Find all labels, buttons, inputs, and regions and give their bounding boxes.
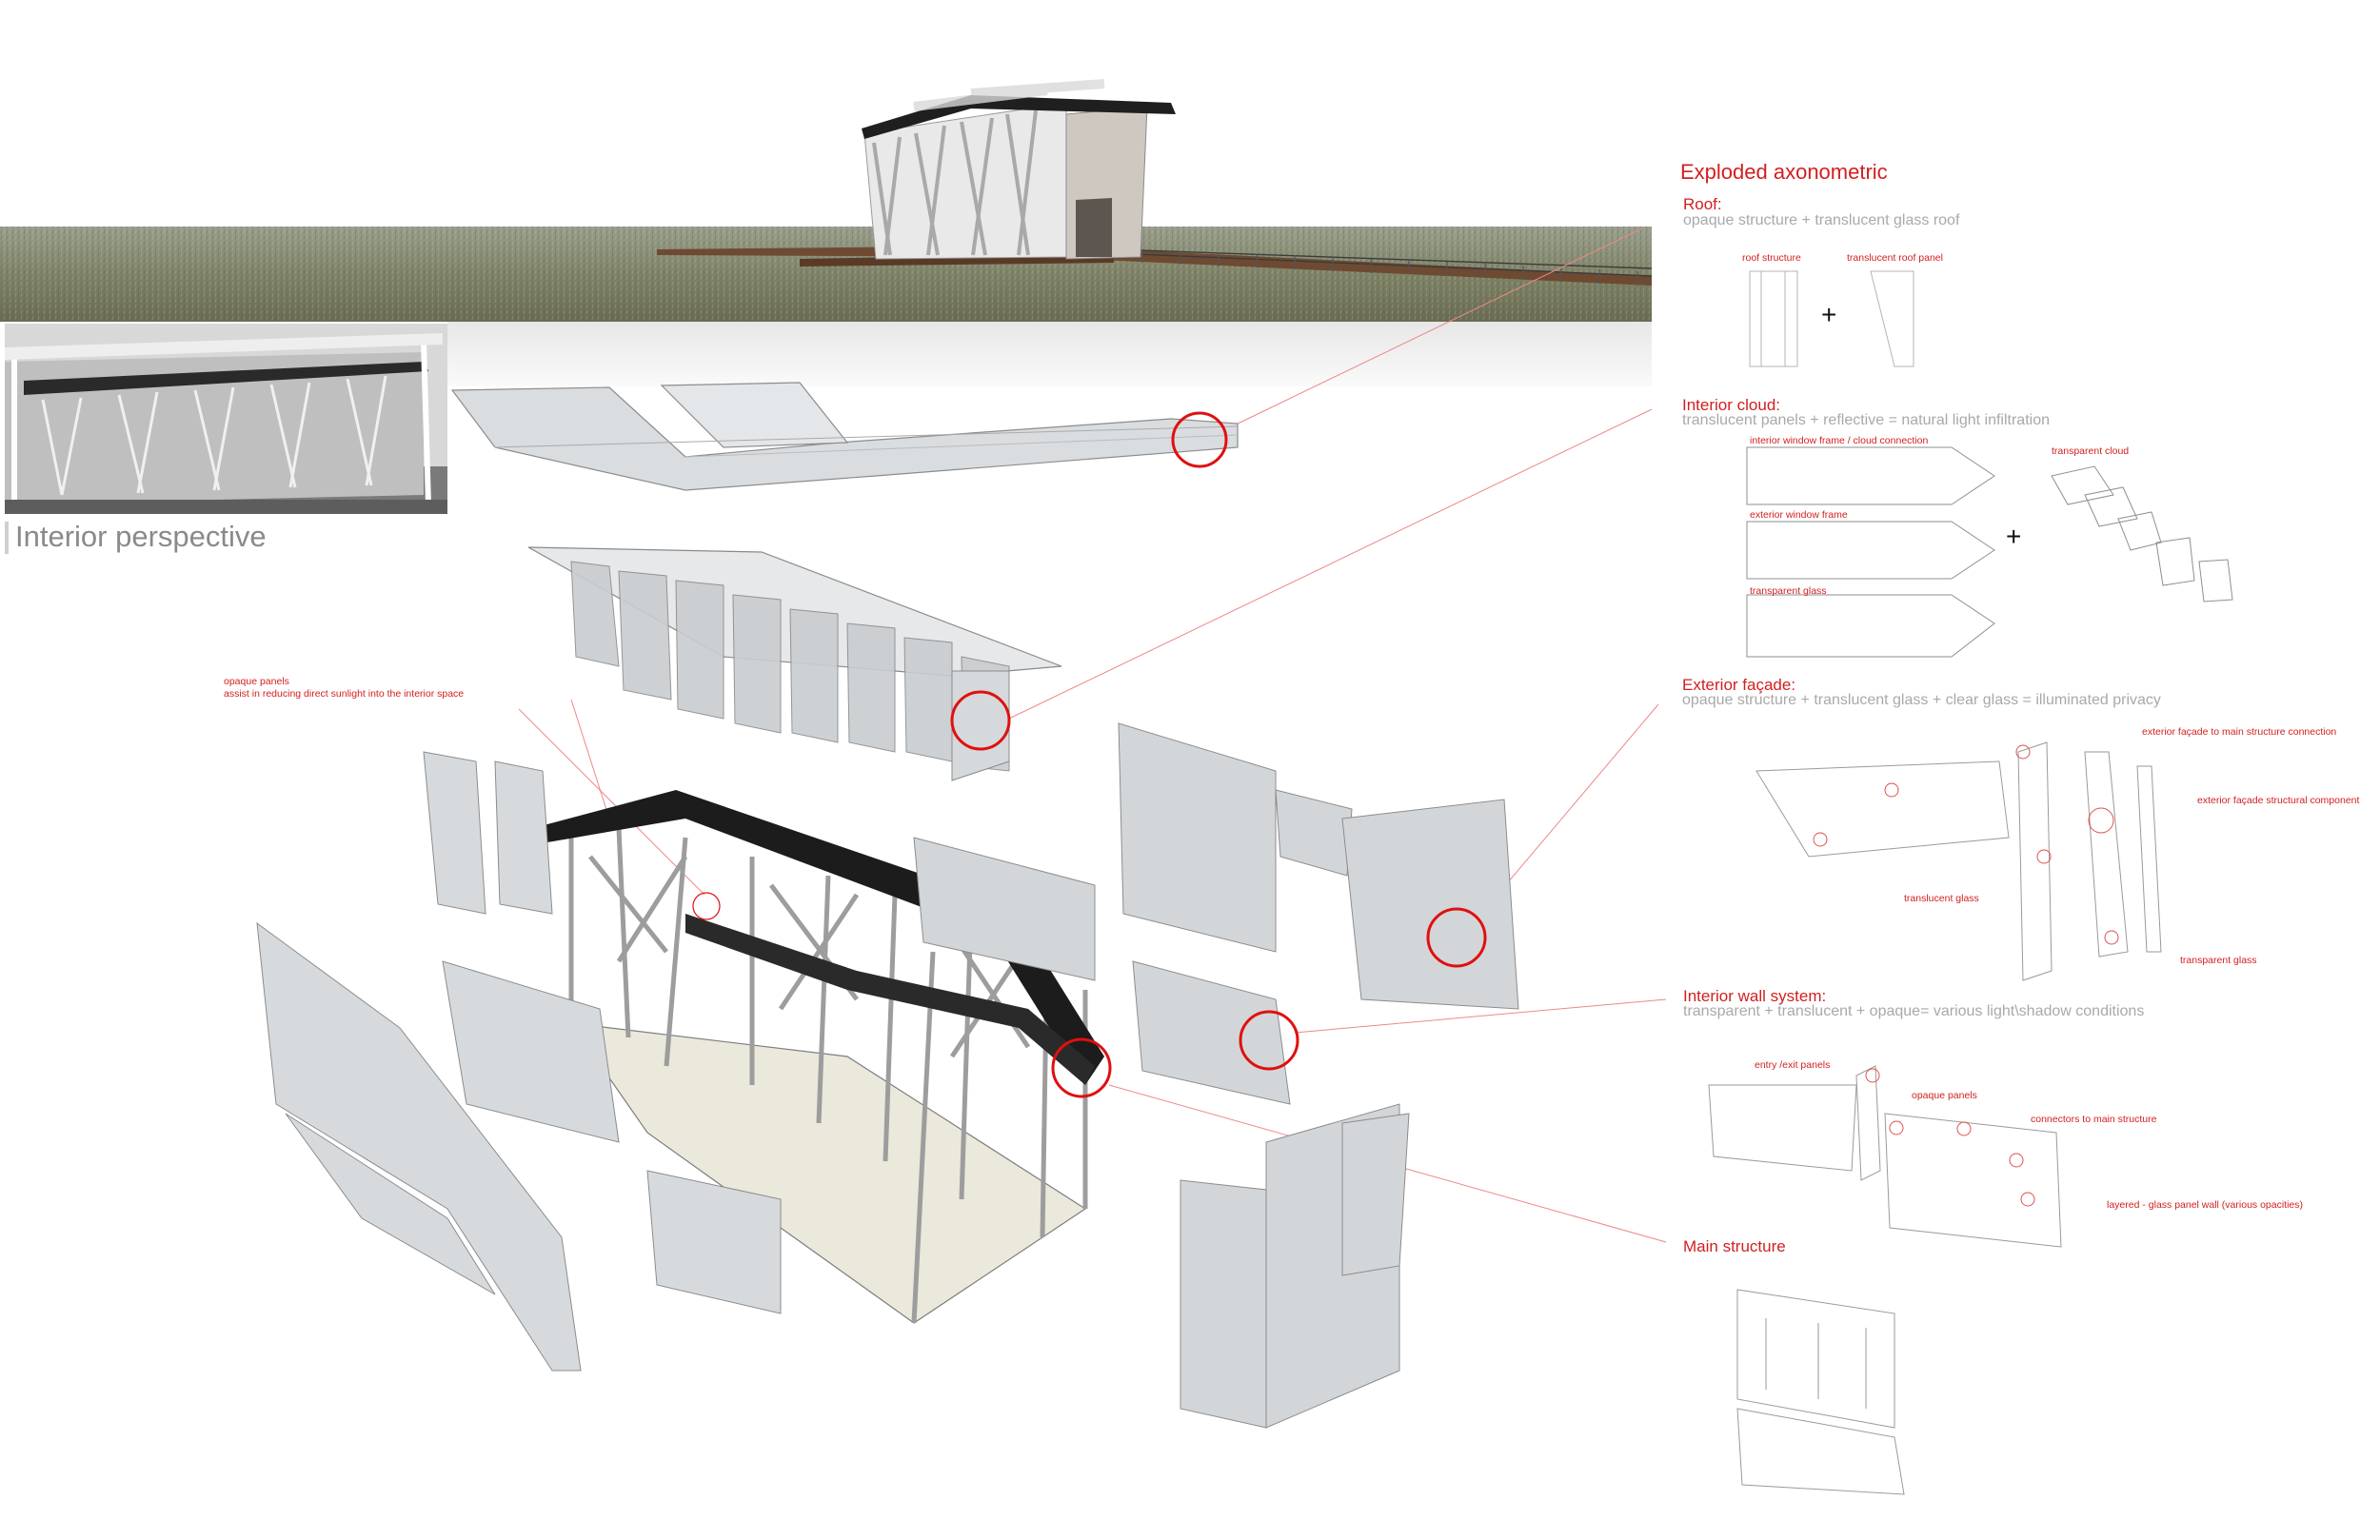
layered-glass-wall-label: layered - glass panel wall (various opac… [2107,1199,2304,1211]
cloud-plus-operator: + [2006,522,2022,551]
entry-exit-panels-label: entry /exit panels [1755,1059,1831,1071]
facade-structural-label: exterior façade structural component [2197,795,2360,806]
cloud-detail-diagrams [1746,446,2233,658]
pavilion-render [862,79,1176,260]
wall-heading: Interior wall system: [1683,987,1827,1005]
roof-layer [450,382,1239,491]
roof-detail-diagrams [1749,270,1914,367]
opaque-panels-note: assist in reducing direct sunlight into … [224,688,465,700]
perspective-label-bar [5,522,9,554]
perspective-label: Interior perspective [15,520,267,553]
facade-detail-diagrams [1755,741,2162,981]
transparent-glass-label: transparent glass [1750,585,1827,597]
facade-connection-label: exterior façade to main structure connec… [2142,726,2337,738]
translucent-roof-panel-label: translucent roof panel [1847,252,1943,264]
structure-detail-diagrams [1736,1289,1905,1495]
landscape-render [0,0,1653,390]
main-structure [533,790,1104,1324]
facade-heading: Exterior façade: [1682,676,1796,694]
roof-heading: Roof: [1683,195,1722,213]
boardwalk-railing [1141,249,1638,286]
small-detail-circles [1813,744,2119,1207]
cloud-sub: translucent panels + reflective = natura… [1682,412,2050,428]
right-facade-panels [913,722,1519,1429]
exterior-window-frame-label: exterior window frame [1750,509,1848,521]
roof-plus-operator: + [1821,300,1837,329]
transparent-cloud-label: transparent cloud [2052,445,2130,457]
main-structure-heading: Main structure [1683,1237,1786,1255]
facade-transparent-glass-label: transparent glass [2180,955,2257,966]
detail-circles [692,411,1487,1098]
cloud-heading: Interior cloud: [1682,396,1780,414]
wall-opaque-panels-label: opaque panels [1912,1090,1977,1101]
cloud-layer [527,546,1062,781]
interior-window-frame-label: interior window frame / cloud connection [1750,435,1929,446]
wall-detail-diagrams [1708,1065,2062,1248]
facade-translucent-glass-label: translucent glass [1904,893,1979,904]
roof-sub: opaque structure + translucent glass roo… [1683,212,1960,228]
facade-sub: opaque structure + translucent glass + c… [1682,692,2161,708]
wall-sub: transparent + translucent + opaque= vari… [1683,1003,2145,1019]
exploded-axonometric-title: Exploded axonometric [1680,160,1888,184]
interior-perspective-render [5,324,447,514]
roof-structure-label: roof structure [1742,252,1801,264]
interior-perspective-image [5,324,447,514]
connectors-label: connectors to main structure [2031,1114,2157,1125]
opaque-panels-annotation: opaque panels [224,676,289,687]
left-wall-panels [256,751,782,1372]
landscape-image [0,0,1653,386]
